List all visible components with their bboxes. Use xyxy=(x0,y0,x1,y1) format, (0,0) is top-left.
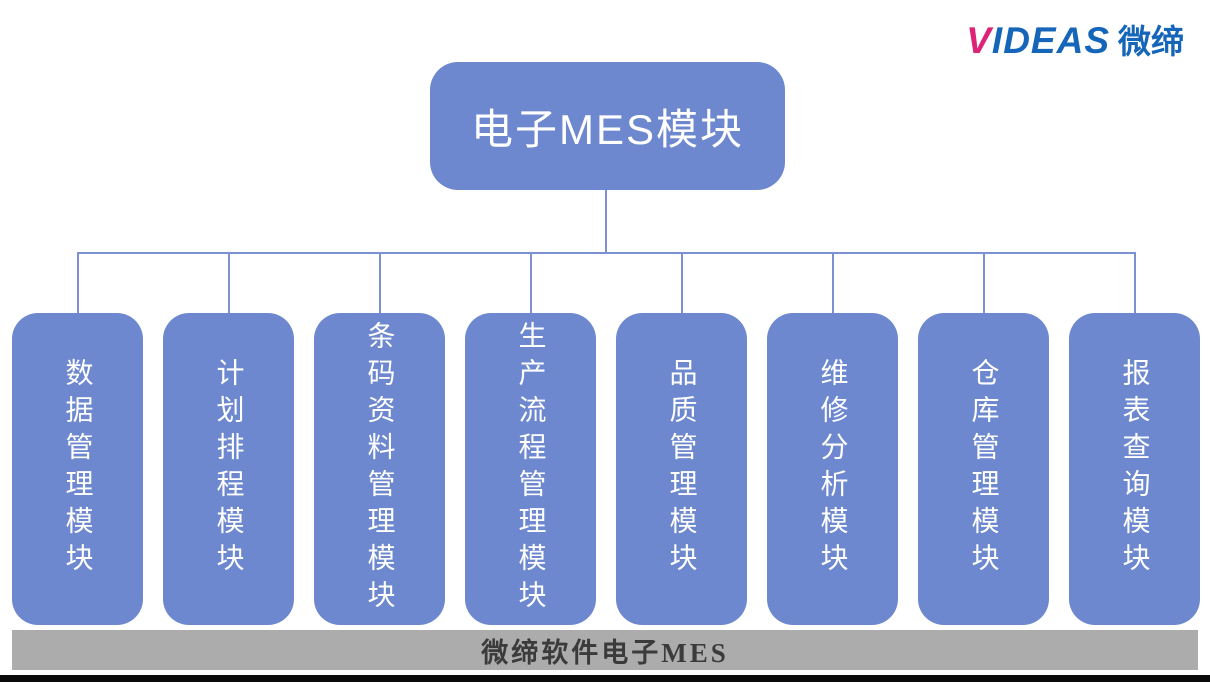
videas-ideas-letters: IDEAS xyxy=(991,20,1110,61)
module-node-plan-scheduling: 计划排程模块 xyxy=(163,253,294,625)
module-node-production-process-management: 生产流程管理模块 xyxy=(465,253,596,625)
module-label: 生产流程管理模块 xyxy=(515,321,547,617)
module-label: 仓库管理模块 xyxy=(968,358,1000,580)
module-box: 维修分析模块 xyxy=(767,313,898,625)
root-node-electronic-mes: 电子MES模块 xyxy=(430,62,785,190)
horizontal-connector-line xyxy=(77,252,1136,254)
module-label: 品质管理模块 xyxy=(666,358,698,580)
videas-v-letter: V xyxy=(966,20,992,61)
module-label: 维修分析模块 xyxy=(817,358,849,580)
module-node-quality-management: 品质管理模块 xyxy=(616,253,747,625)
module-box: 计划排程模块 xyxy=(163,313,294,625)
module-box: 数据管理模块 xyxy=(12,313,143,625)
footer-caption-label: 微缔软件电子MES xyxy=(481,637,729,668)
module-box: 生产流程管理模块 xyxy=(465,313,596,625)
module-node-report-query: 报表查询模块 xyxy=(1069,253,1200,625)
module-row: 数据管理模块 计划排程模块 条码资料管理模块 生产流程管理模块 品质管理模块 xyxy=(12,253,1200,625)
connector-drop-line xyxy=(227,253,230,313)
module-node-warehouse-management: 仓库管理模块 xyxy=(918,253,1049,625)
module-box: 仓库管理模块 xyxy=(918,313,1049,625)
connector-drop-line xyxy=(680,253,683,313)
module-box: 条码资料管理模块 xyxy=(314,313,445,625)
root-connector-line xyxy=(605,190,607,253)
module-label: 条码资料管理模块 xyxy=(364,321,396,617)
module-box: 品质管理模块 xyxy=(616,313,747,625)
connector-drop-line xyxy=(529,253,532,313)
connector-drop-line xyxy=(831,253,834,313)
connector-drop-line xyxy=(76,253,79,313)
module-label: 数据管理模块 xyxy=(62,358,94,580)
module-label: 计划排程模块 xyxy=(213,358,245,580)
module-node-repair-analysis: 维修分析模块 xyxy=(767,253,898,625)
module-node-data-management: 数据管理模块 xyxy=(12,253,143,625)
module-box: 报表查询模块 xyxy=(1069,313,1200,625)
module-node-barcode-data-management: 条码资料管理模块 xyxy=(314,253,445,625)
connector-drop-line xyxy=(1133,253,1136,313)
root-node-label: 电子MES模块 xyxy=(470,105,744,153)
connector-drop-line xyxy=(982,253,985,313)
bottom-edge-bar xyxy=(0,675,1210,682)
module-label: 报表查询模块 xyxy=(1119,358,1151,580)
videas-cjk-name: 微缔 xyxy=(1118,23,1184,60)
connector-drop-line xyxy=(378,253,381,313)
footer-caption-bar: 微缔软件电子MES xyxy=(12,630,1198,670)
